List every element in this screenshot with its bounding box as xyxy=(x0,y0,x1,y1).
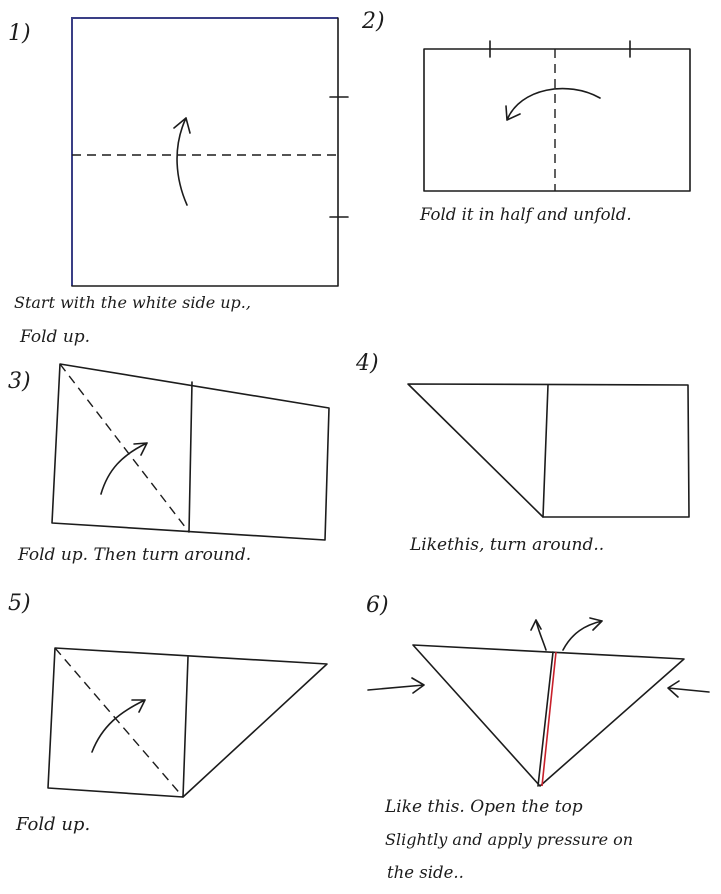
step-2-rectangle xyxy=(423,48,691,192)
step-6-panel: 6) Like this. Open the top Slightly and … xyxy=(366,593,710,882)
step-6-press-left-arrow xyxy=(367,677,425,694)
step-5-panel: 5) Fold up. xyxy=(8,591,328,835)
step-4-center-crease xyxy=(542,384,549,518)
step-2-number: 2) xyxy=(361,9,385,34)
step-3-caption: Fold up. Then turn around. xyxy=(17,545,251,565)
step-6-caption-line-1: Like this. Open the top xyxy=(384,797,583,817)
step-4-panel: 4) Likethis, turn around.. xyxy=(355,351,690,555)
step-3-rectangle xyxy=(51,363,330,541)
step-2-fold-unfold-arrow xyxy=(505,87,601,121)
step-1-fold-up-arrow xyxy=(173,117,191,206)
step-2-panel: 2) Fold it in half and unfold. xyxy=(361,9,691,224)
step-6-open-top-arrow-right xyxy=(562,617,603,651)
step-4-number: 4) xyxy=(355,351,379,376)
step-5-center-crease xyxy=(182,656,189,798)
step-3-number: 3) xyxy=(8,369,31,394)
step-6-number: 6) xyxy=(366,593,389,618)
step-3-diagonal-fold-line xyxy=(59,363,190,533)
step-1-caption-line-1: Start with the white side up., xyxy=(14,293,251,312)
step-5-diagonal-fold-line xyxy=(54,647,184,798)
step-6-center-crease xyxy=(537,651,554,787)
step-1-panel: 1) Start with the white side up., Fold u… xyxy=(8,17,349,347)
step-1-square-top-left-edges xyxy=(71,17,338,286)
step-3-center-crease xyxy=(188,381,193,533)
step-6-press-right-arrow xyxy=(667,680,710,698)
step-6-caption-line-2: Slightly and apply pressure on xyxy=(385,830,633,849)
step-4-folded-shape xyxy=(407,383,690,518)
step-1-square-right-bottom-edges xyxy=(71,17,339,287)
step-1-number: 1) xyxy=(8,21,31,46)
step-4-caption: Likethis, turn around.. xyxy=(409,535,604,555)
step-6-triangle xyxy=(412,644,685,787)
step-3-panel: 3) Fold up. Then turn around. xyxy=(8,363,330,565)
step-2-caption: Fold it in half and unfold. xyxy=(419,205,632,224)
step-6-open-top-arrow-left xyxy=(530,619,547,651)
step-3-fold-up-arrow xyxy=(100,442,148,495)
step-6-center-crease-accent xyxy=(541,651,557,787)
step-5-fold-up-arrow xyxy=(91,699,146,753)
step-1-caption-line-2: Fold up. xyxy=(19,327,90,347)
step-5-caption: Fold up. xyxy=(15,814,90,835)
step-6-caption-line-3: the side.. xyxy=(387,863,464,882)
step-5-number: 5) xyxy=(8,591,31,616)
